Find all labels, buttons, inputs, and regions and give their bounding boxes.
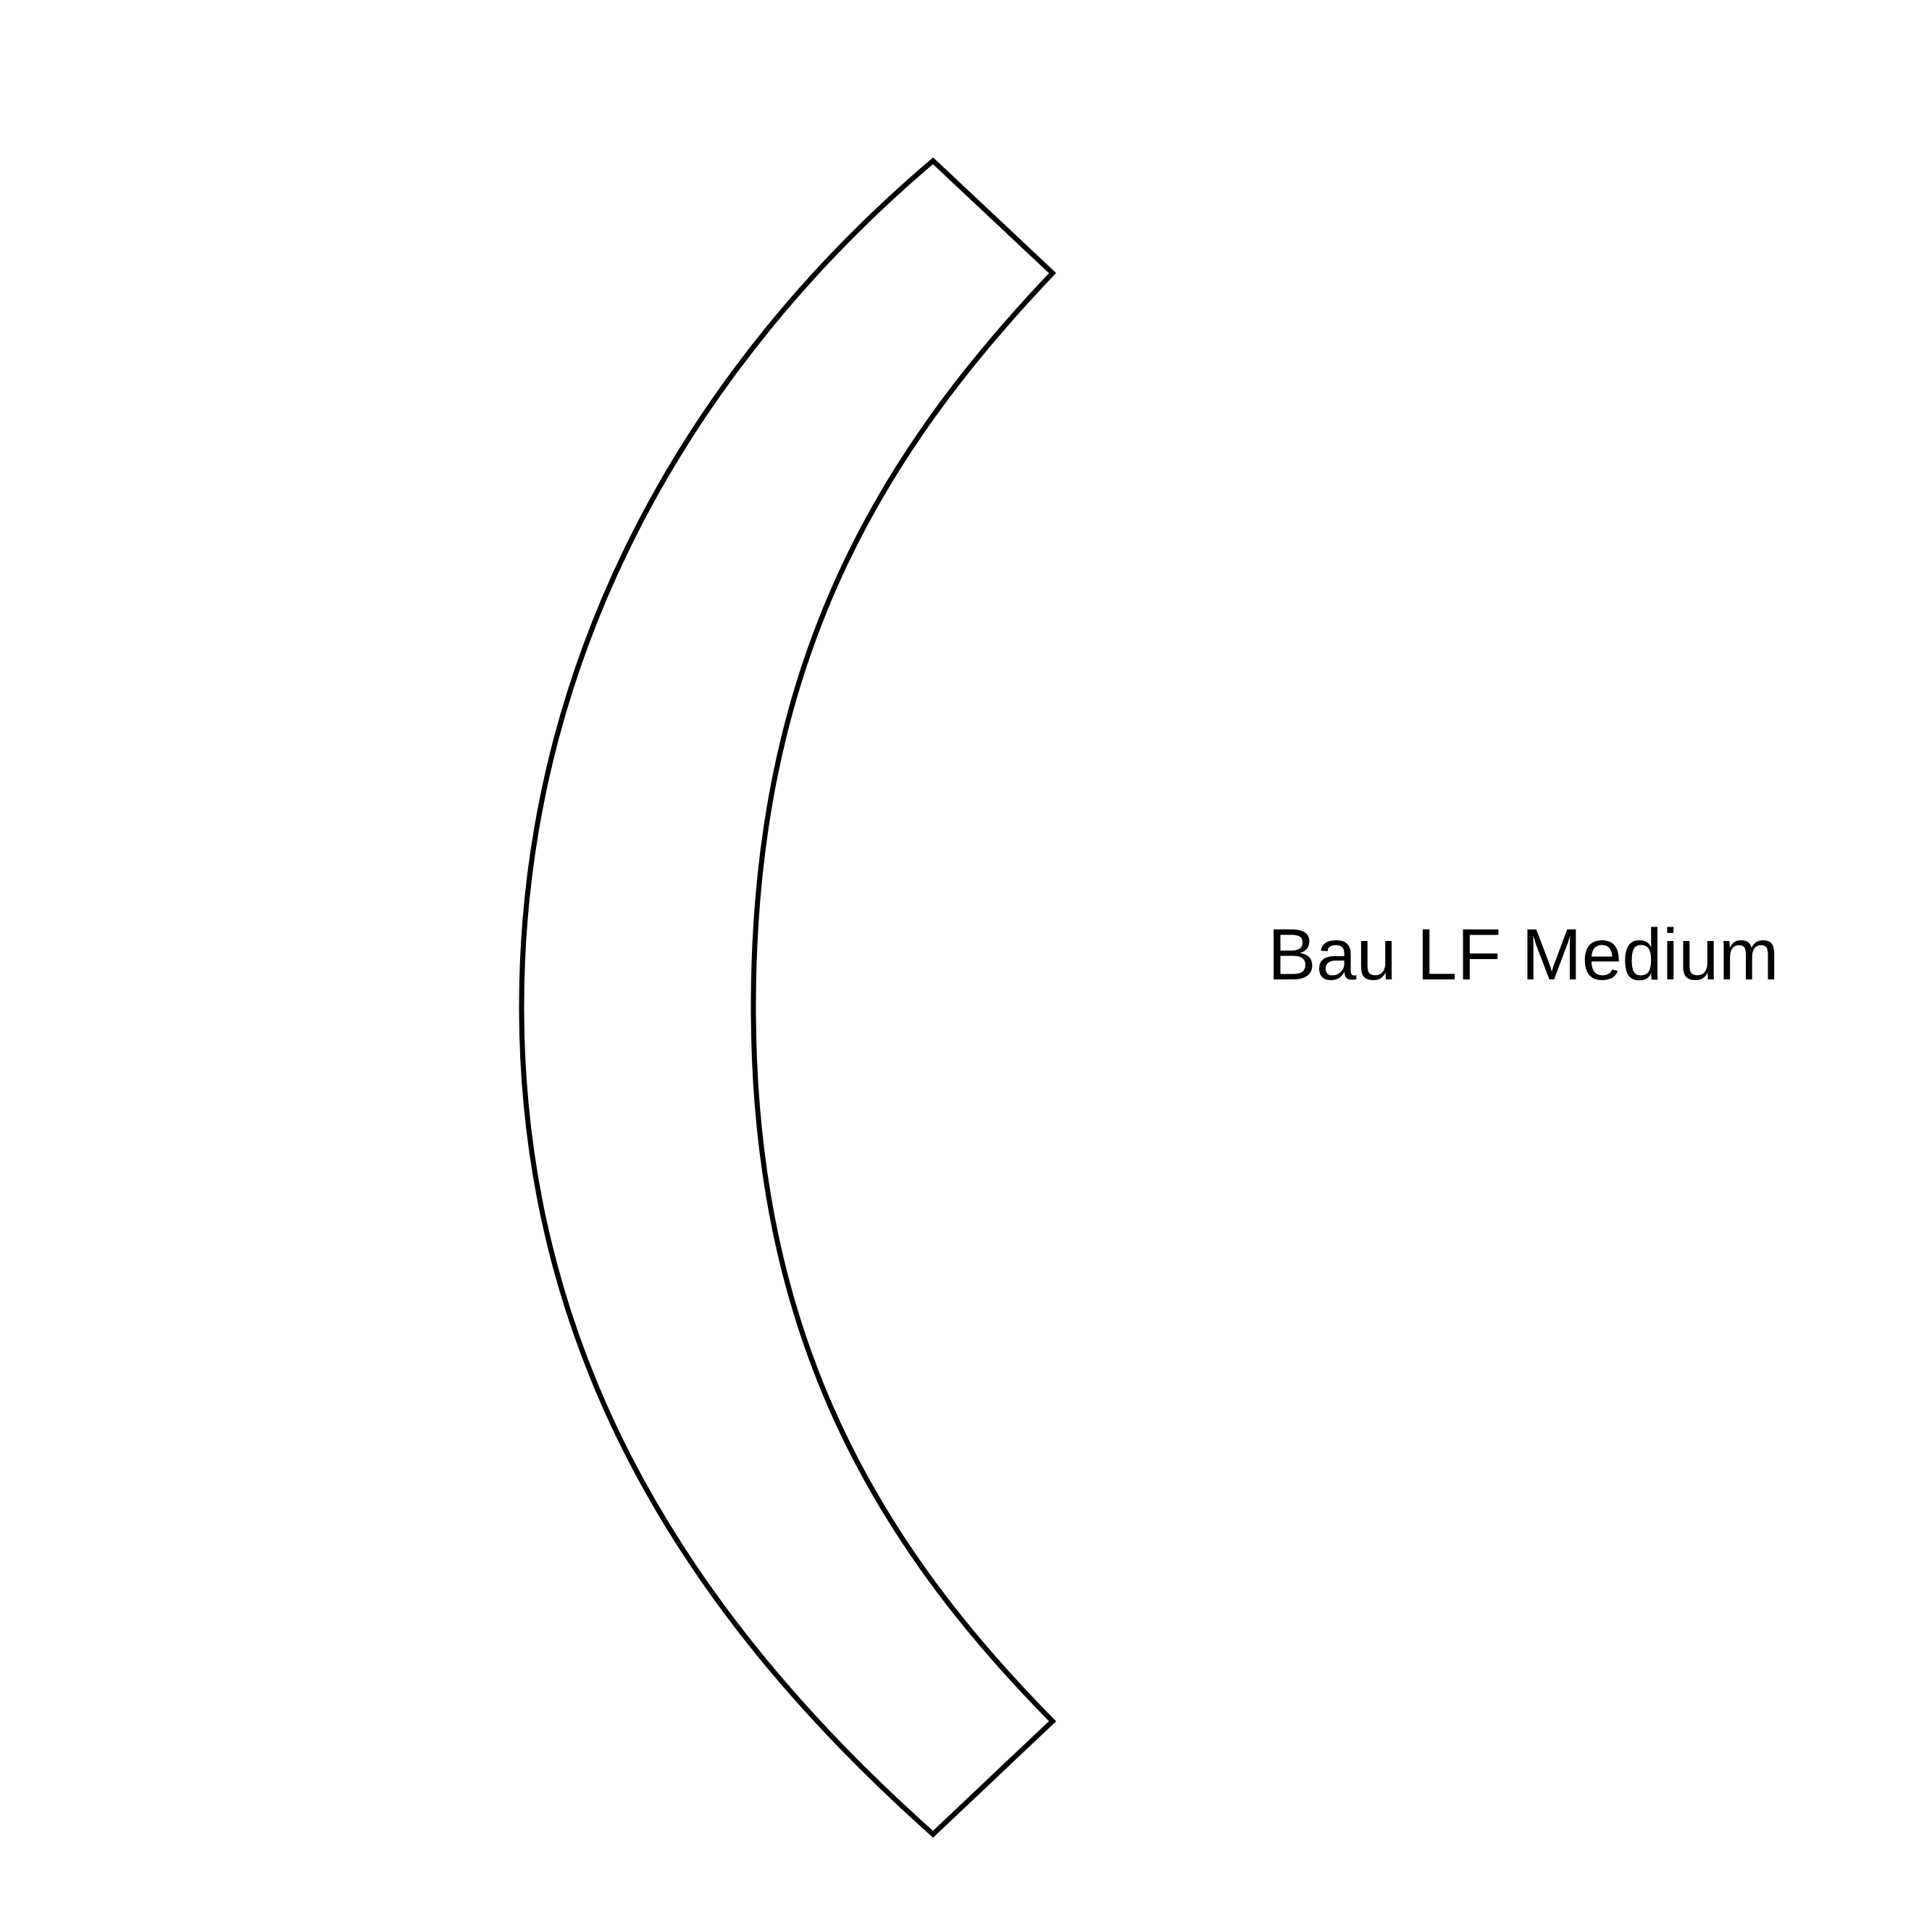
parenthesis-outline-icon	[519, 157, 1057, 1838]
font-name-label: Bau LF Medium	[1268, 914, 1779, 995]
